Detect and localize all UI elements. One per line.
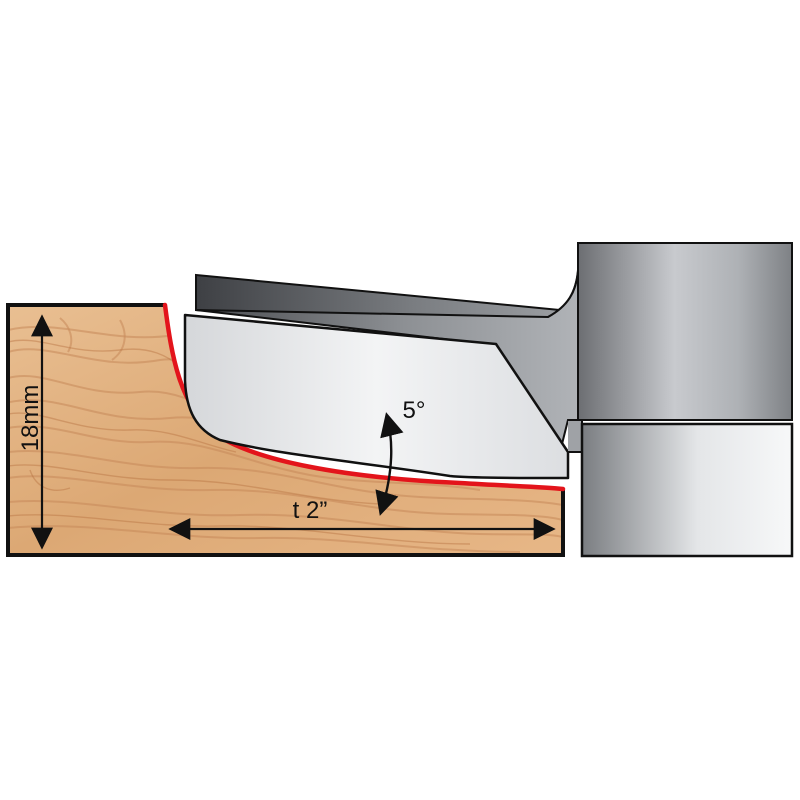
bearing [580, 422, 794, 558]
angle-dimension: 5° [375, 397, 426, 516]
blade-notch [568, 419, 583, 453]
thickness-label: 18mm [17, 385, 44, 452]
width-label: t 2” [293, 497, 328, 524]
wood-outline [6, 303, 565, 557]
wood-fill [8, 305, 563, 555]
carbide-blade [183, 313, 570, 480]
curved-double-arrow-icon [375, 412, 404, 516]
shank [578, 243, 792, 420]
width-dimension: t 2” [168, 497, 556, 540]
router-bit [183, 242, 794, 558]
thickness-dimension: 18mm [17, 314, 53, 550]
wood-workpiece [6, 302, 566, 557]
cut-profile-line [162, 302, 566, 492]
angle-label: 5° [403, 397, 426, 424]
